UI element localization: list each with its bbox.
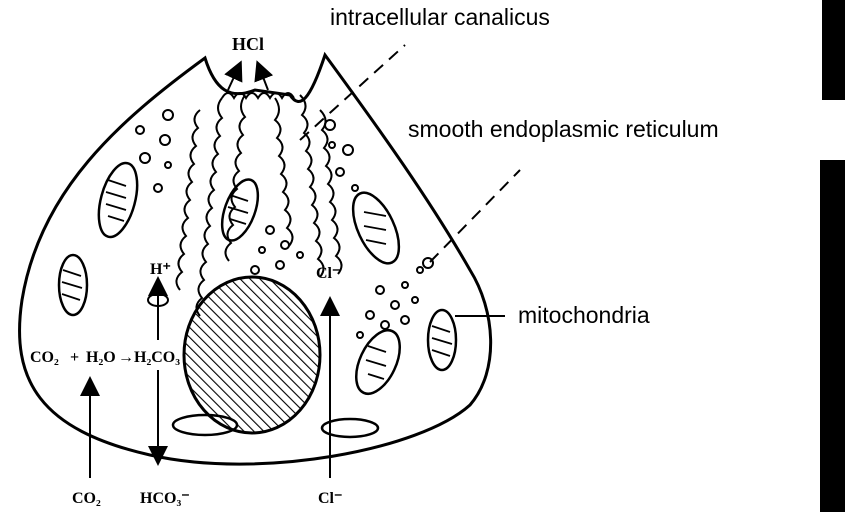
eq-plus: + xyxy=(70,349,79,366)
eq-co2: CO₂ xyxy=(30,349,59,366)
label-mitochondria: mitochondria xyxy=(518,304,650,327)
eq-h2o: H₂O xyxy=(86,349,116,366)
cl-in-text: Cl⁻ xyxy=(318,490,342,507)
eq-arrow: → xyxy=(118,349,134,366)
co2-in-text: CO₂ xyxy=(72,490,101,507)
h-plus-text: H⁺ xyxy=(150,261,171,278)
arrow-hcl-right xyxy=(258,64,268,90)
nucleus xyxy=(184,277,320,433)
hcl-text: HCl xyxy=(232,34,264,54)
canaliculus-left xyxy=(196,98,222,316)
leader-canalicus xyxy=(300,45,405,140)
label-intracellular-canalicus: intracellular canalicus xyxy=(330,6,550,29)
eq-h2co3: H₂CO₃ xyxy=(134,349,180,366)
hco3-out-text: HCO₃⁻ xyxy=(140,490,190,507)
cl-inner-text: Cl⁻ xyxy=(316,265,340,282)
arrow-hcl-left xyxy=(228,64,240,90)
label-smooth-er: smooth endoplasmic reticulum xyxy=(408,118,719,141)
leader-ser xyxy=(430,170,520,262)
